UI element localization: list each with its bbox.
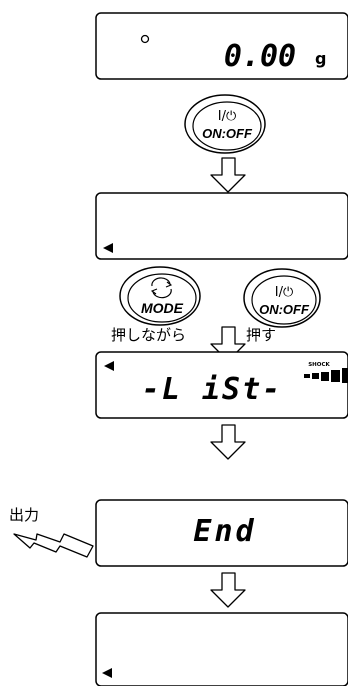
- display-2-indicator: [103, 243, 113, 253]
- display-3-reading: -L iSt-: [142, 372, 282, 407]
- press-text: 押す: [246, 326, 276, 344]
- down-arrow-3: [210, 424, 246, 460]
- display-3-indicator: [104, 361, 114, 371]
- mode-button[interactable]: MODE: [119, 266, 201, 326]
- down-arrow-4: [210, 572, 246, 608]
- onoff-mid-label: ON:OFF: [259, 302, 310, 317]
- display-panel-3: [95, 351, 348, 419]
- down-arrow-1: [210, 157, 246, 193]
- output-signal-icon: [13, 533, 94, 558]
- shock-label: SHOCK: [308, 362, 330, 368]
- display-panel-4: [95, 499, 348, 567]
- onoff-top-label: ON:OFF: [202, 126, 253, 141]
- display-panel-2: [95, 192, 348, 260]
- hold-while-text: 押しながら: [111, 326, 186, 344]
- onoff-button-middle[interactable]: I/⏻ ON:OFF: [243, 268, 321, 328]
- cycle-icon-arrowheads: [150, 281, 173, 295]
- onoff-button-top[interactable]: I/⏻ ON:OFF: [184, 94, 266, 154]
- display-5-indicator: [102, 668, 112, 678]
- display-panel-1: [95, 12, 348, 80]
- mode-label: MODE: [141, 300, 184, 316]
- onoff-mid-symbol: I/⏻: [275, 285, 294, 300]
- onoff-top-symbol: I/⏻: [218, 109, 237, 124]
- display-1-reading: 0.00: [224, 39, 296, 74]
- stable-indicator: [140, 34, 150, 44]
- cycle-icon: [151, 277, 172, 299]
- display-panel-5: [95, 612, 348, 686]
- output-label: 出力: [9, 506, 39, 524]
- shock-bar-icon: [304, 368, 348, 383]
- display-4-reading: End: [193, 514, 256, 549]
- display-1-unit: g: [315, 49, 326, 68]
